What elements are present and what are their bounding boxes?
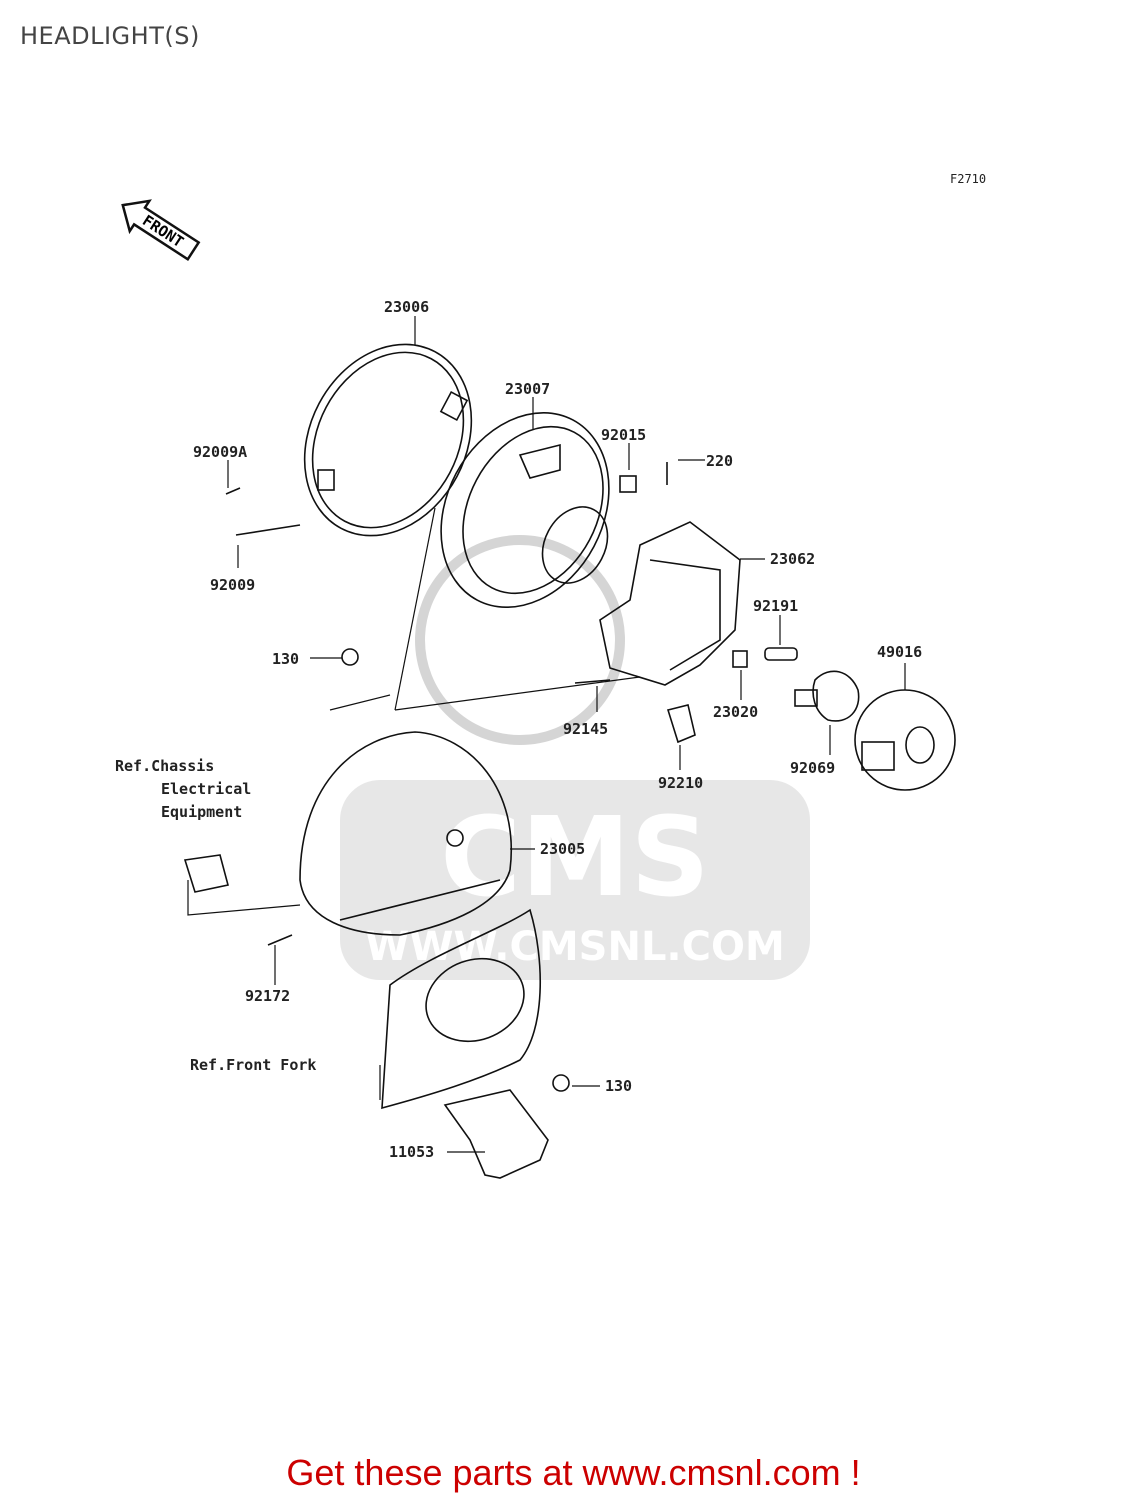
ref-chassis-line1: Ref.Chassis [115, 757, 215, 775]
screw-92172 [267, 934, 293, 946]
label-92191: 92191 [753, 597, 799, 615]
label-130-top: 130 [272, 650, 300, 668]
headlight-bracket [599, 521, 741, 686]
connector-icon [183, 854, 229, 893]
spring-92145 [574, 679, 611, 684]
label-11053: 11053 [389, 1143, 435, 1161]
ref-chassis-line2: Electrical [161, 780, 252, 798]
front-fork-cover [381, 908, 542, 1110]
label-92069: 92069 [790, 759, 836, 777]
headlight-housing [299, 731, 513, 936]
label-49016: 49016 [877, 643, 923, 661]
label-92009A: 92009A [193, 443, 248, 461]
watermark-url: WWW.CMSNL.COM [365, 924, 785, 970]
label-23006: 23006 [384, 298, 430, 316]
label-23005: 23005 [540, 840, 586, 858]
bolt-92009 [235, 524, 301, 536]
label-220: 220 [706, 452, 734, 470]
clip-23020 [732, 650, 748, 668]
figure-code: F2710 [950, 172, 987, 186]
ref-chassis-electrical: Ref.Chassis Electrical Equipment [115, 755, 251, 824]
tube-92191 [764, 647, 798, 661]
lower-bracket [443, 1089, 549, 1179]
front-arrow-icon: FRONT [121, 199, 201, 261]
ref-chassis-line3: Equipment [161, 803, 243, 821]
plate-92210 [666, 704, 696, 744]
label-23062: 23062 [770, 550, 816, 568]
label-92009: 92009 [210, 576, 256, 594]
nut-92015 [619, 475, 637, 493]
bolt-130-lower [552, 1074, 570, 1092]
headlight-bulb [794, 670, 860, 722]
label-92015: 92015 [601, 426, 647, 444]
bulb-cover [854, 689, 956, 791]
label-92172: 92172 [245, 987, 291, 1005]
label-23020: 23020 [713, 703, 759, 721]
bolt-130-top [341, 648, 359, 666]
headlight-unit [440, 411, 610, 609]
label-130-lower: 130 [605, 1077, 633, 1095]
label-92210: 92210 [658, 774, 704, 792]
promo-link[interactable]: Get these parts at www.cmsnl.com ! [286, 1452, 861, 1493]
ref-front-fork: Ref.Front Fork [190, 1056, 317, 1074]
label-23007: 23007 [505, 380, 551, 398]
page-title: HEADLIGHT(S) [20, 22, 200, 50]
watermark-cms: CMS [440, 793, 709, 921]
bolt-92009A [225, 487, 241, 495]
leader-lines [187, 316, 906, 1153]
headlight-rim [303, 343, 473, 537]
label-92145: 92145 [563, 720, 609, 738]
